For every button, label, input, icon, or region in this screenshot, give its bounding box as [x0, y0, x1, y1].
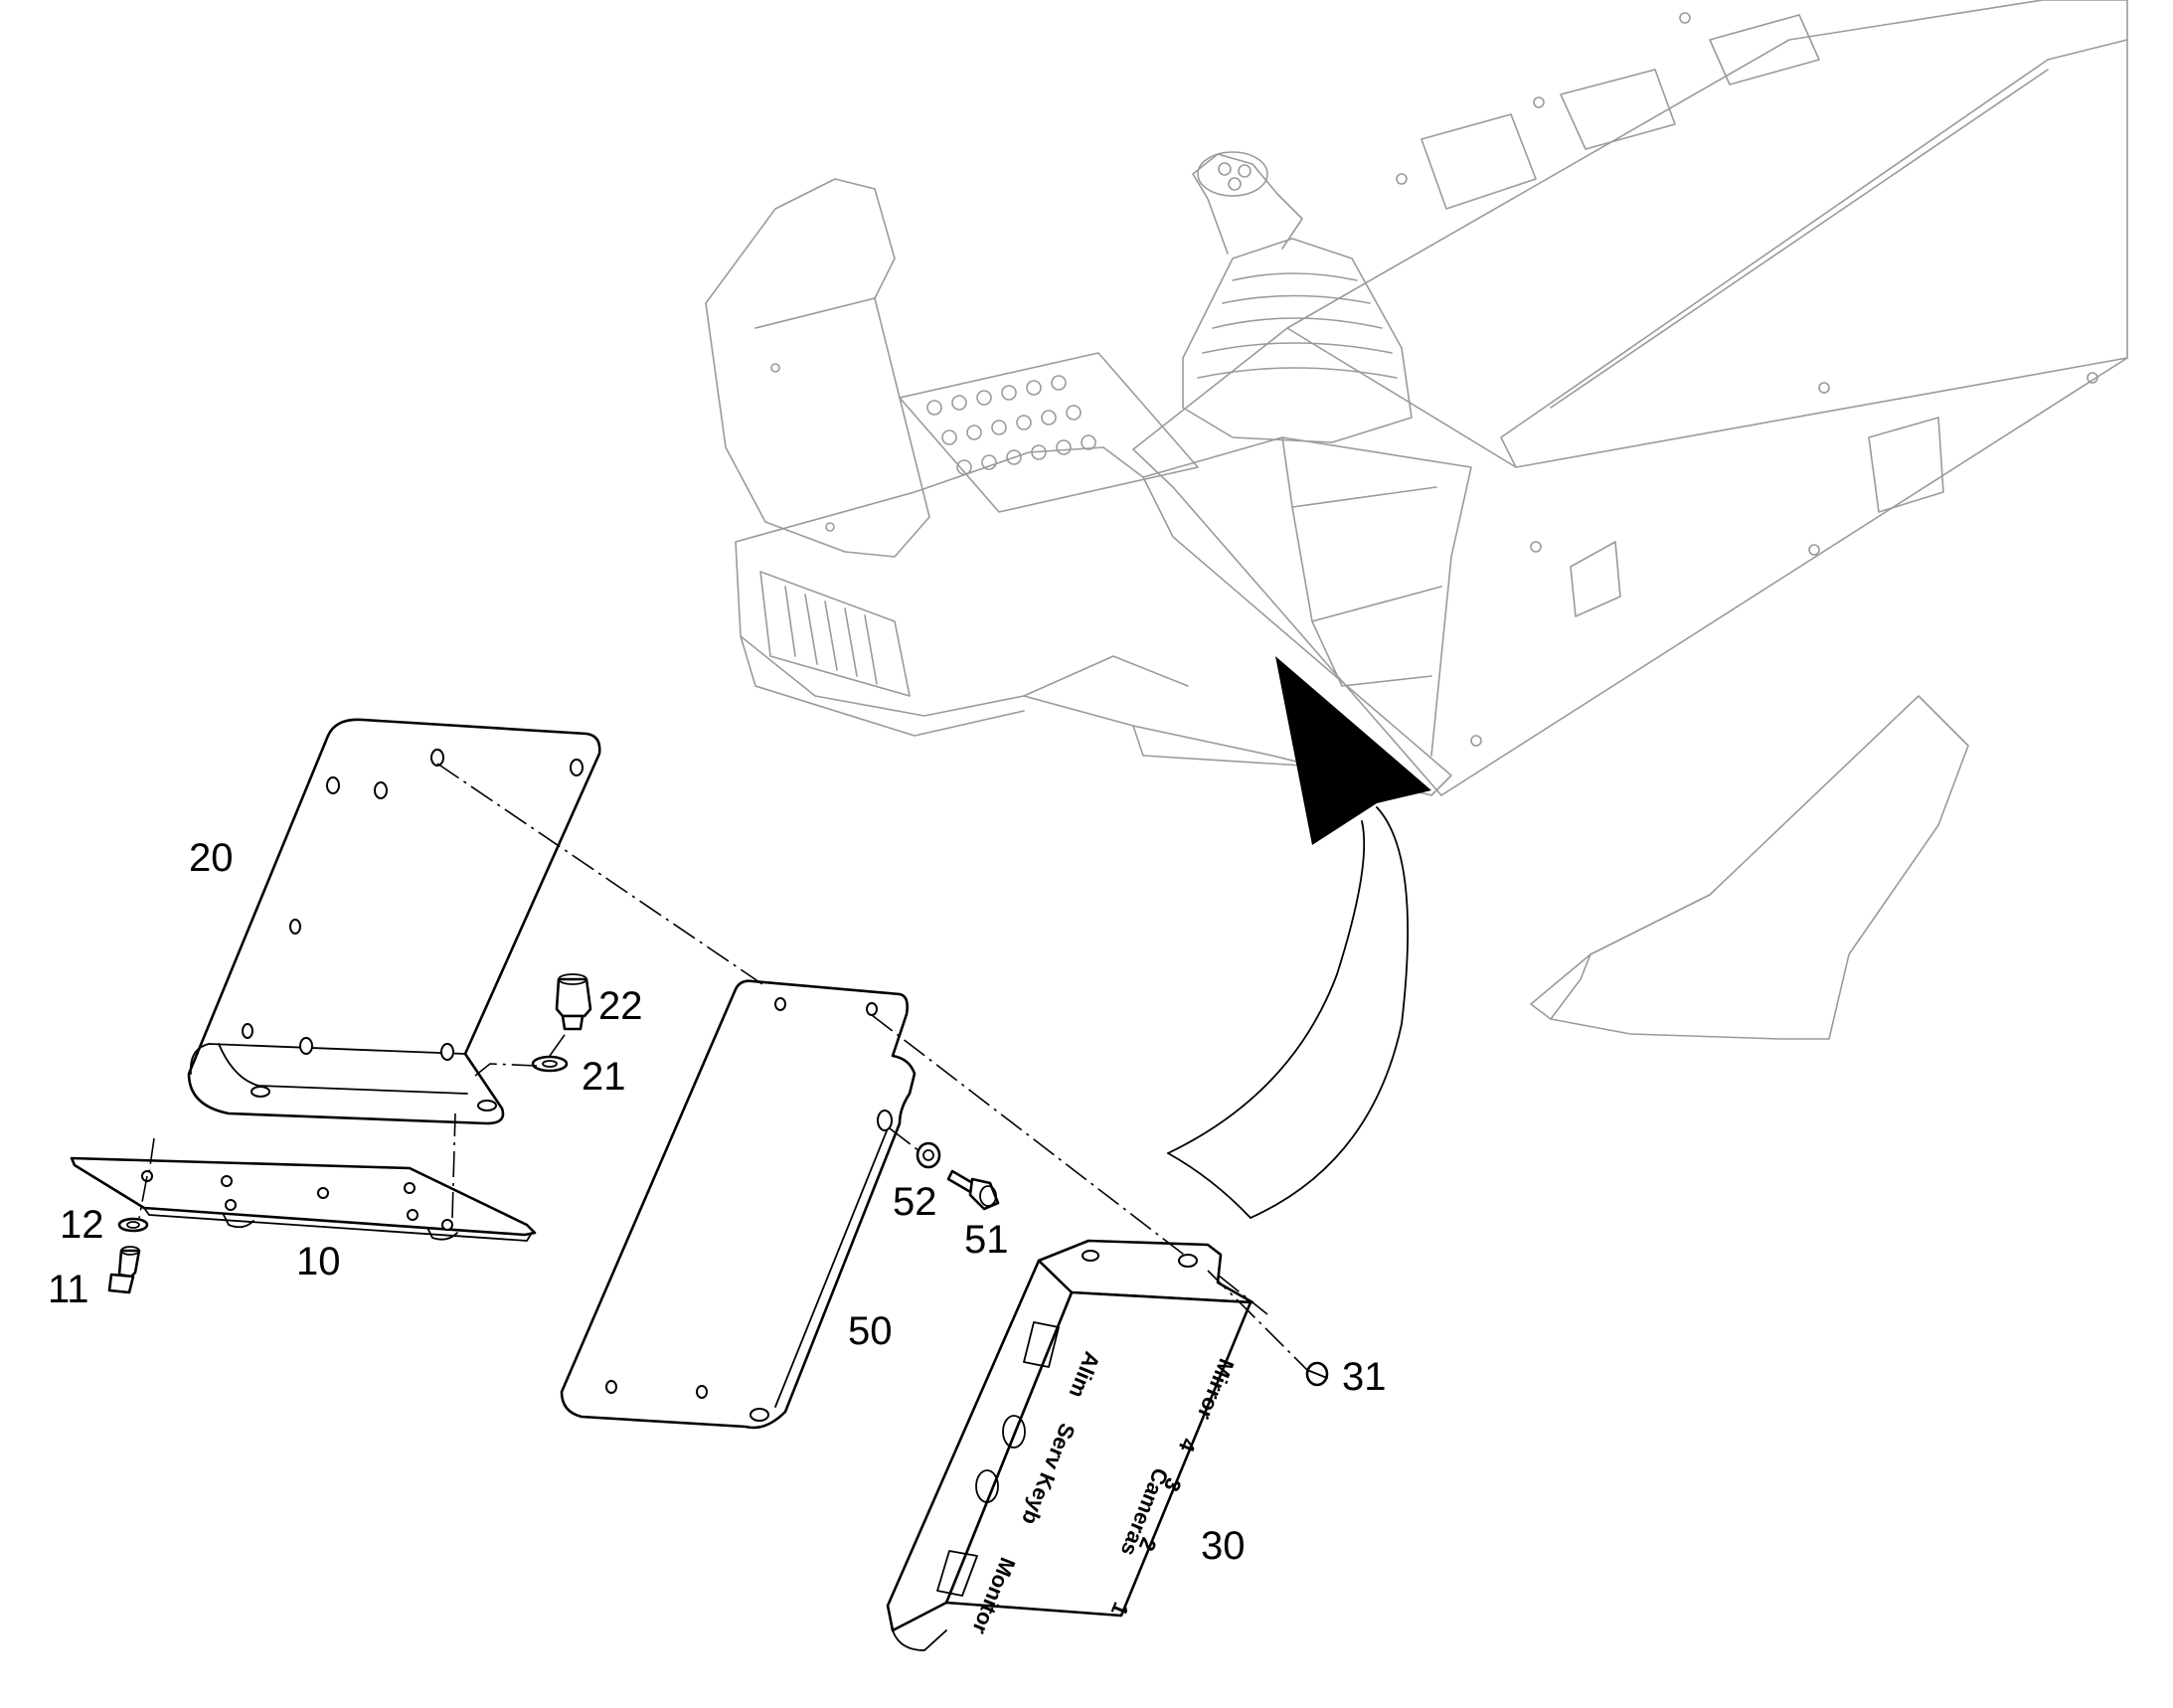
- part-31-screw: [1305, 1361, 1329, 1387]
- callout-31: 31: [1342, 1355, 1387, 1399]
- part-51-screw: [946, 1169, 1000, 1211]
- part-52-washer: [916, 1141, 941, 1169]
- callout-50: 50: [848, 1309, 893, 1353]
- part-12-washer: [117, 1217, 149, 1233]
- location-leader-curve: [1250, 806, 1410, 1219]
- part-10-plate: [70, 1156, 537, 1242]
- callout-12: 12: [60, 1203, 104, 1247]
- callout-30: 30: [1201, 1524, 1246, 1568]
- callout-11: 11: [48, 1268, 89, 1311]
- callout-10: 10: [296, 1240, 341, 1283]
- part-20-bracket: [187, 718, 601, 1125]
- location-leader-curve-inner: [1167, 820, 1366, 1154]
- part-30-connection-box: Mirror 4 3 Cameras 2 1 Alim Serv Keyb Mo…: [886, 1239, 1254, 1651]
- part-21-washer: [531, 1055, 569, 1073]
- callout-21: 21: [582, 1055, 626, 1099]
- location-arrow-icon: [1275, 656, 1431, 845]
- callout-20: 20: [189, 836, 234, 880]
- location-leader-base: [1167, 1152, 1252, 1219]
- callout-51: 51: [964, 1218, 1009, 1262]
- callout-52: 52: [893, 1180, 937, 1224]
- assembly-center-lines: [138, 763, 1308, 1371]
- part-22-screw: [555, 973, 592, 1031]
- callout-labels: 10 11 12 20 21 22 30 31 50 51 52: [48, 836, 1387, 1568]
- callout-22: 22: [598, 984, 643, 1028]
- operator-console-context: [705, 0, 2128, 1040]
- part-50-plate: [560, 979, 917, 1430]
- part-11-screw: [107, 1246, 141, 1294]
